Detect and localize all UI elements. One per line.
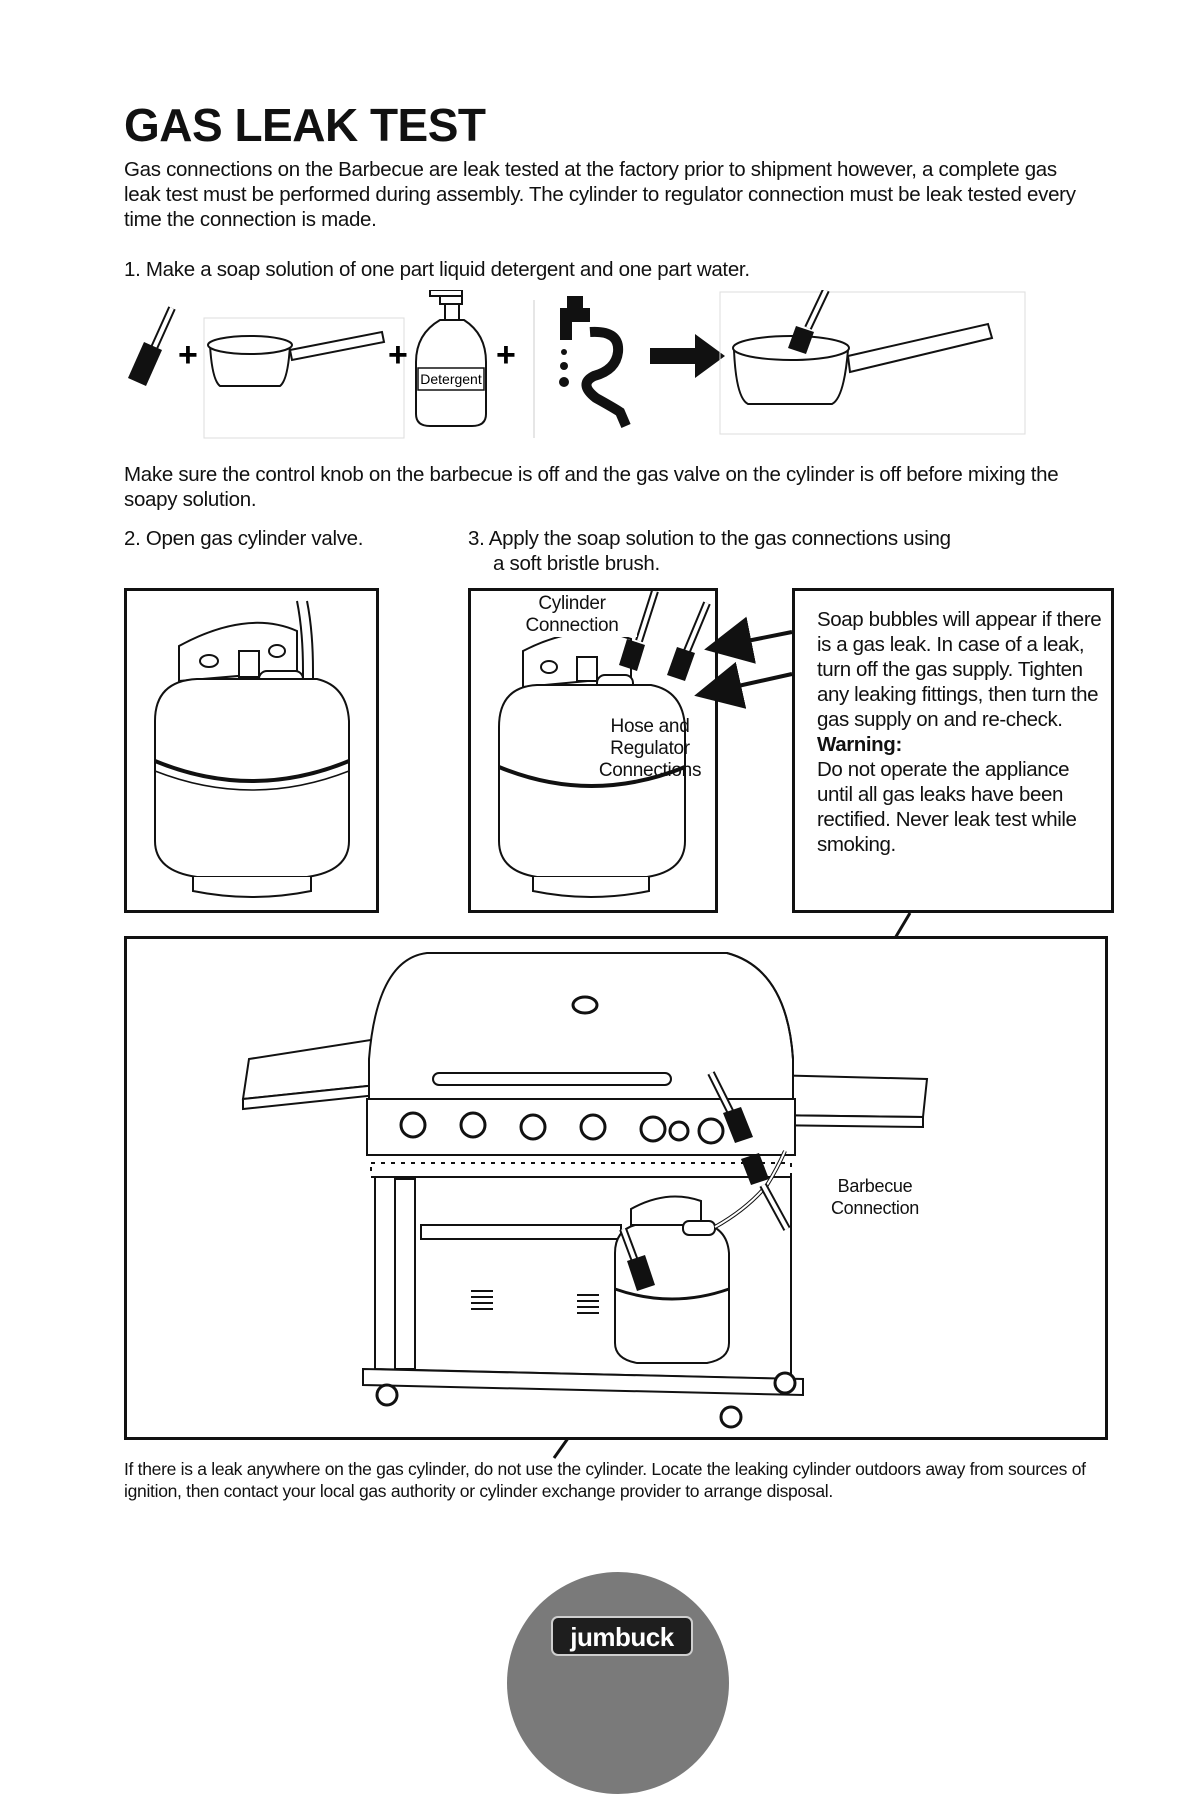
step-1-text: 1. Make a soap solution of one part liqu… xyxy=(124,258,750,281)
cylinder-connections-panel: Cylinder Connection Hose and Regulator C… xyxy=(468,588,718,913)
step-2-text: 2. Open gas cylinder valve. xyxy=(124,527,364,550)
step-3-text-cont: a soft bristle brush. xyxy=(493,552,660,575)
gas-cylinder-icon xyxy=(154,600,350,898)
plus-sign-3: + xyxy=(496,336,516,374)
cylinder-with-brushes-icon xyxy=(491,591,711,898)
water-tap-icon xyxy=(533,296,631,438)
soap-solution-illustration: + + Detergent + xyxy=(128,290,1026,439)
brush-icon-3 xyxy=(619,1227,655,1291)
brand-circle xyxy=(507,1572,729,1794)
warning-panel: Soap bubbles will appear if there is a g… xyxy=(792,588,1114,913)
cylinder-panel xyxy=(124,588,379,913)
barbecue-connection-label: Barbecue Connection xyxy=(830,1176,920,1218)
step-3-text: 3. Apply the soap solution to the gas co… xyxy=(468,527,951,550)
detergent-label: Detergent xyxy=(420,371,482,387)
hose-regulator-label: Hose and Regulator Connections xyxy=(598,716,702,781)
warning-heading: Warning xyxy=(817,733,896,756)
warning-description: Soap bubbles will appear if there is a g… xyxy=(817,608,1102,731)
plus-sign-2: + xyxy=(388,336,408,374)
warning-instructions: Do not operate the appliance until all g… xyxy=(817,758,1077,856)
brand-logo: jumbuck xyxy=(551,1616,693,1656)
arrow-right-icon xyxy=(650,334,725,378)
barbecue-panel: Barbecue Connection xyxy=(124,936,1108,1440)
brush-icon-5 xyxy=(741,1153,791,1231)
footer-note: If there is a leak anywhere on the gas c… xyxy=(124,1459,1086,1501)
brush-icon xyxy=(128,306,176,386)
detergent-bottle-icon: Detergent xyxy=(415,290,487,427)
page-title: GAS LEAK TEST xyxy=(124,99,486,151)
brush-icon-1 xyxy=(619,591,659,671)
plus-sign-1: + xyxy=(178,336,198,374)
warning-heading-colon: : xyxy=(895,733,902,756)
brush-icon-2 xyxy=(667,601,711,681)
intro-paragraph: Gas connections on the Barbecue are leak… xyxy=(124,158,1076,231)
saucepan-with-brush-icon xyxy=(719,290,1026,435)
brush-icon-4 xyxy=(707,1071,753,1143)
precaution-text: Make sure the control knob on the barbec… xyxy=(124,463,1059,511)
saucepan-icon xyxy=(203,317,405,439)
barbecue-icon xyxy=(241,952,929,1429)
cylinder-connection-label: Cylinder Connection xyxy=(507,593,637,637)
